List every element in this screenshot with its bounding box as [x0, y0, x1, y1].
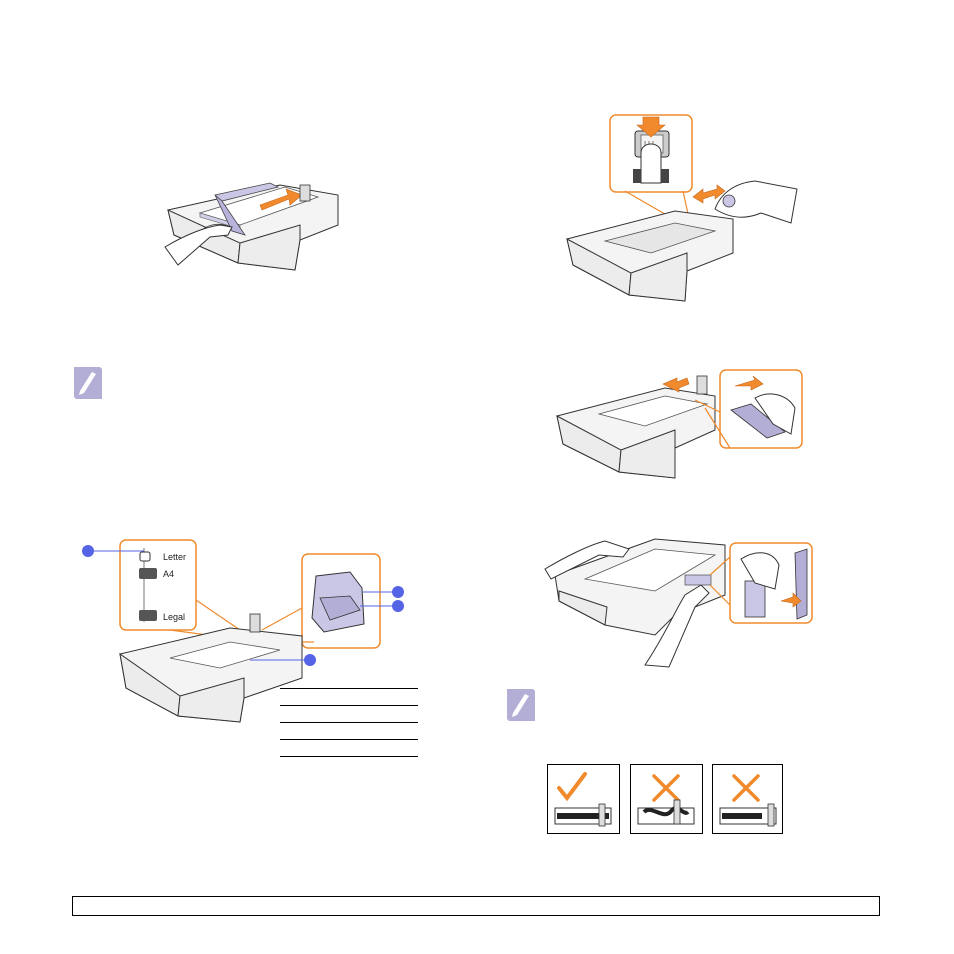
size-label-letter: Letter — [163, 552, 186, 562]
figure-extend-tray — [565, 113, 800, 308]
note-pencil-icon — [72, 365, 104, 401]
example-bent-guide — [630, 764, 703, 834]
figure-size-guides: Letter A4 Legal — [80, 538, 420, 723]
page-footer-box — [72, 896, 880, 916]
table-rule — [280, 688, 418, 689]
figure-adjust-length-guide — [555, 368, 805, 480]
example-correct-guide — [547, 764, 620, 834]
note-pencil-icon — [505, 687, 537, 723]
figure-load-paper — [160, 165, 345, 280]
example-loose-guide — [712, 764, 783, 834]
table-rule — [280, 756, 418, 757]
table-rule — [280, 722, 418, 723]
size-label-a4: A4 — [163, 569, 174, 579]
table-rule — [280, 739, 418, 740]
figure-adjust-width-guide — [545, 535, 815, 670]
table-rule — [280, 705, 418, 706]
size-label-legal: Legal — [163, 612, 185, 622]
